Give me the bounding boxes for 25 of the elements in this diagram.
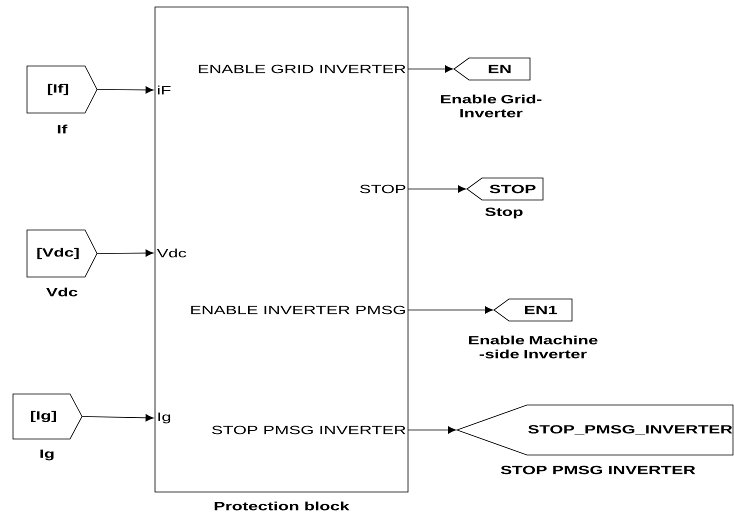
port-label: ENABLE GRID INVERTER <box>198 64 406 74</box>
from-tag: [Ig] <box>12 394 82 440</box>
port-label: Vdc <box>156 248 186 258</box>
arrow <box>408 426 456 434</box>
tag-label: Enable Machine -side Inverter <box>469 336 598 358</box>
port-label: STOP <box>360 184 406 194</box>
port-label: STOP PMSG INVERTER <box>212 426 406 434</box>
tag-label: Ig <box>40 450 54 460</box>
port-label: iF <box>158 86 171 94</box>
tag-label: Vdc <box>46 288 78 296</box>
node-label: Protection block <box>214 502 350 510</box>
tag-label: Stop <box>485 208 523 218</box>
arrow <box>408 306 493 314</box>
from-tag: [Vdc] <box>26 230 98 278</box>
arrow <box>96 249 154 257</box>
arrow <box>408 185 466 193</box>
tag-label: STOP PMSG INVERTER <box>500 466 696 474</box>
from-tag: [If] <box>26 66 98 114</box>
port-label: Ig <box>158 412 170 424</box>
port-label: ENABLE INVERTER PMSG <box>191 306 405 314</box>
arrow <box>408 65 453 73</box>
tag-label: If <box>58 124 68 134</box>
arrow <box>96 86 154 94</box>
tag-label: Enable Grid-Inverter <box>441 94 542 118</box>
arrow <box>82 414 154 422</box>
